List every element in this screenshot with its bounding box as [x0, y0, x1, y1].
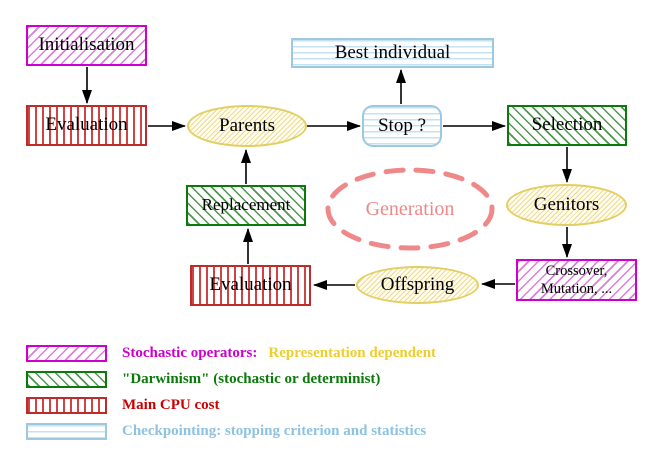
generation-dashed-ellipse: [325, 167, 495, 251]
legend-text-stochastic-operators: Stochastic operators: Representation dep…: [122, 345, 436, 362]
node-initialisation: Initialisation: [26, 25, 147, 66]
legend-swatch-checkpointing: [26, 423, 107, 440]
node-evaluation-top: Evaluation: [26, 105, 147, 146]
crossover-mutation-label: Crossover, Mutation, ...: [541, 262, 612, 298]
crossover-line: Crossover,: [545, 262, 608, 279]
legend-text-darwinism: "Darwinism" (stochastic or determinist): [122, 371, 380, 388]
node-generation-label: Generation: [365, 198, 455, 220]
node-genitors: Genitors: [506, 184, 627, 226]
mutation-line: Mutation, ...: [540, 281, 613, 297]
legend-text-checkpointing: Checkpointing: stopping criterion and st…: [122, 423, 426, 440]
node-best-individual: Best individual: [291, 38, 494, 68]
node-crossover-mutation: Crossover, Mutation, ...: [516, 259, 637, 301]
legend-label-darwinism: "Darwinism" (stochastic or determinist): [122, 371, 381, 387]
node-offspring: Offspring: [356, 266, 479, 304]
node-evaluation-bottom: Evaluation: [190, 265, 311, 306]
legend-text-cpu-cost: Main CPU cost: [122, 397, 220, 414]
legend-label-stochastic: Stochastic operators:: [122, 345, 258, 361]
legend-label-cpu-cost: Main CPU cost: [122, 397, 220, 413]
legend-swatch-stochastic-operators: [26, 345, 107, 362]
node-replacement: Replacement: [186, 185, 306, 226]
node-stop-test: Stop ?: [362, 105, 442, 147]
node-parents: Parents: [187, 105, 307, 147]
legend-label-representation-dependent: Representation dependent: [268, 345, 437, 361]
legend-swatch-darwinism: [26, 371, 107, 388]
legend-swatch-cpu-cost: [26, 397, 107, 414]
legend-label-checkpointing: Checkpointing: stopping criterion and st…: [122, 423, 427, 439]
node-selection: Selection: [507, 105, 627, 146]
